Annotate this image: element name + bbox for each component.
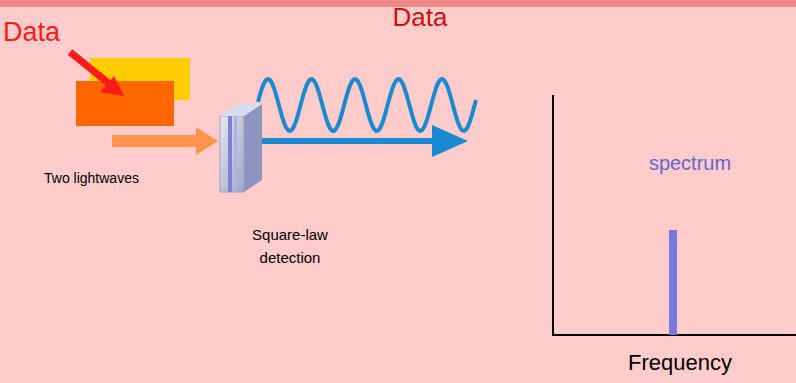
lightwave-block: [76, 81, 174, 126]
input-arrow: [112, 135, 198, 147]
data-arrow: [70, 52, 112, 86]
input-label: Two lightwaves: [44, 170, 139, 186]
detector-label: Square-law detection: [235, 224, 345, 269]
beat-wave: [258, 79, 476, 131]
data-arrowhead: [100, 76, 124, 96]
spectrum-line: [669, 230, 677, 335]
data-label: Data: [393, 3, 448, 33]
output-arrow: [262, 138, 435, 144]
detector: [220, 104, 262, 192]
data-label: Data: [3, 17, 60, 48]
axis-label: Frequency: [628, 350, 732, 375]
axis: [552, 95, 554, 335]
spectrum-label: spectrum: [649, 152, 731, 175]
input-arrowhead: [196, 127, 218, 155]
